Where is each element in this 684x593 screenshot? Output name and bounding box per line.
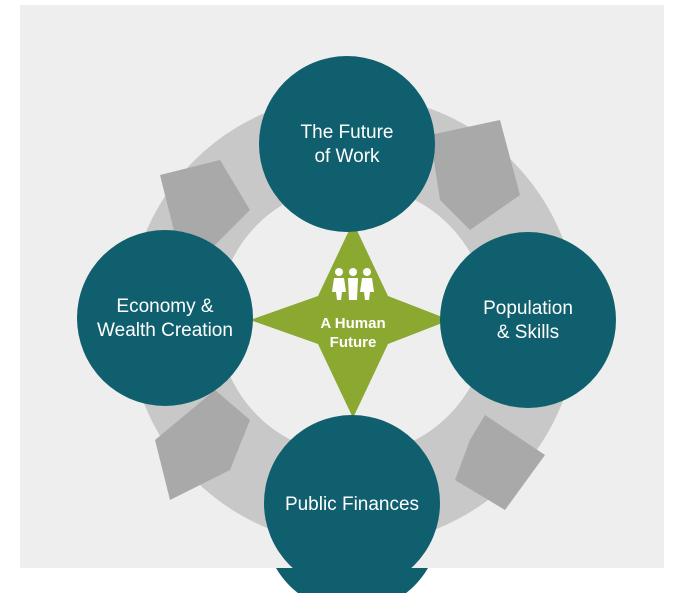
ring-segment-bottom-right [455,415,545,510]
node-economy-wealth-line2: Wealth Creation [97,320,233,341]
center-label-line1: A Human [320,315,385,332]
node-population-skills-line1: Population [483,298,573,319]
node-public-finances-overflow [276,568,428,593]
ring-segment-bottom-left [155,390,250,500]
node-future-of-work: The Future of Work [259,56,435,232]
node-future-of-work-line1: The Future [301,122,394,143]
center-diamond: A Human Future [250,222,450,418]
node-future-of-work-line2: of Work [314,146,380,167]
node-population-skills-line2: & Skills [497,322,559,343]
node-population-skills: Population & Skills [440,232,616,408]
node-economy-wealth: Economy & Wealth Creation [77,230,253,406]
ring-segment-top-left [160,160,250,245]
ring-segment-top-right [430,120,520,230]
node-economy-wealth-line1: Economy & [116,296,213,317]
center-star-shape [250,222,450,418]
node-public-finances: Public Finances [264,415,440,591]
center-label-line2: Future [330,334,377,351]
node-public-finances-line1: Public Finances [285,494,419,515]
people-icon [332,268,374,300]
